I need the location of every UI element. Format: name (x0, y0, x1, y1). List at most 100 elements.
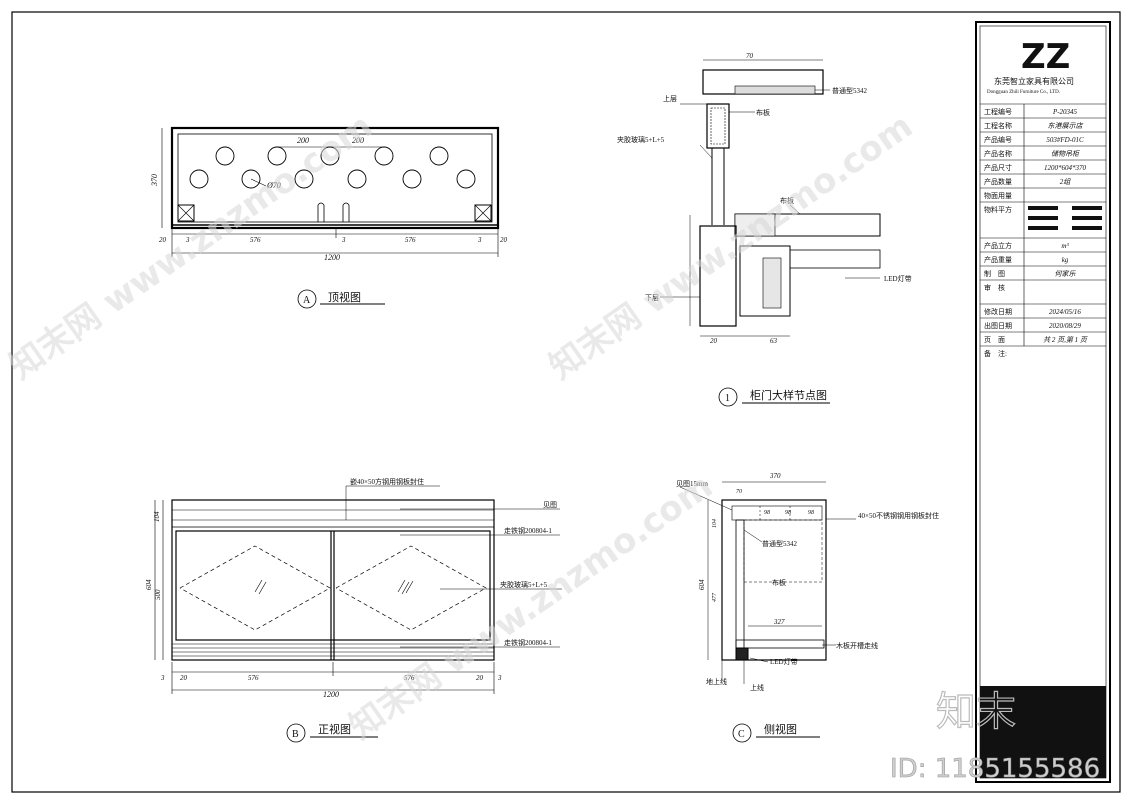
dim-top-total: 1200 (324, 253, 340, 262)
title-row-label: 产品名称 (984, 149, 1012, 158)
title-row-label: 制 图 (984, 269, 1005, 278)
dim-front-r2: 3 (497, 674, 502, 682)
side-view-title: 侧视图 (764, 722, 797, 736)
side-dim-a: 70 (736, 489, 742, 495)
dim-top-a: 20 (159, 236, 167, 244)
side-note-7: 上线 (750, 683, 764, 692)
front-view-marker: B (292, 729, 299, 740)
redacted-bar (1072, 226, 1102, 230)
dim-front-total: 1200 (323, 690, 339, 699)
sheet-border (11, 11, 1121, 793)
front-view: 嵌40×50方钢用钢板封住 见图 走铁钢200804-1 夹胶玻璃5+L+5 走… (145, 477, 562, 743)
front-note-4: 走铁钢200804-1 (504, 638, 552, 647)
side-note-2: 普通型5342 (762, 539, 797, 548)
side-dim-h2: 477 (711, 592, 718, 602)
title-row-label: 工程编号 (984, 107, 1012, 116)
detail-title: 柜门大样节点图 (750, 388, 827, 402)
title-row-value: 共 2 页,第 1 页 (1043, 336, 1088, 344)
title-stamp-area (980, 686, 1106, 778)
side-note-4: 木板开槽走线 (836, 641, 878, 650)
dim-front-h: 604 (145, 579, 153, 590)
redacted-bar (1072, 206, 1102, 210)
title-row-label: 修改日期 (984, 307, 1012, 316)
title-row-value: 东港展示店 (1048, 122, 1084, 130)
title-row-value: 储物吊柜 (1051, 150, 1080, 158)
watermark-1: 知末网 www.znzmo.com (342, 466, 720, 747)
title-row-value: 2020/08/29 (1049, 322, 1081, 330)
title-row-label: 产品编号 (984, 135, 1012, 144)
side-dim-w: 370 (769, 472, 781, 480)
title-row-label: 备 注: (984, 349, 1007, 358)
side-dim-h: 604 (698, 579, 706, 590)
dim-top-d: 20 (500, 236, 508, 244)
side-dim-in: 327 (773, 618, 785, 626)
top-view-marker: A (303, 295, 311, 306)
title-row-label: 产品数量 (984, 177, 1012, 186)
dim-top-b: 3 (185, 236, 190, 244)
title-row-label: 页 面 (984, 336, 1005, 344)
redacted-bar (1028, 216, 1058, 220)
dim-front-l2: 3 (160, 674, 165, 682)
top-view: 200 200 Ø70 370 20 3 576 3 576 3 20 1200… (150, 126, 508, 309)
dim-top-c: 3 (341, 236, 346, 244)
detail-note-4: 布板 (780, 196, 794, 205)
title-row-label: 物面用量 (984, 191, 1012, 200)
side-view-marker: C (738, 729, 745, 740)
drawing-id: ID: 1185155586 (890, 754, 1100, 784)
title-row-label: 工程名称 (984, 121, 1012, 130)
title-row-value: 1200*604*370 (1044, 164, 1087, 172)
detail-note-3: 夹胶玻璃5+L+5 (617, 135, 665, 144)
title-row-value: 503#FD-01C (1046, 136, 1084, 144)
dim-top-b2: 3 (477, 236, 482, 244)
company-name-en: Dongguan Zhili Furniture Co., LTD. (987, 90, 1060, 95)
front-note-2: 走铁钢200804-1 (504, 526, 552, 535)
title-row-label: 物料平方 (984, 205, 1012, 214)
company-logo: ZZ (1021, 37, 1070, 77)
dim-front-top: 104 (153, 511, 161, 522)
watermark-2: 知末网 www.znzmo.com (542, 106, 920, 387)
front-view-outline (171, 499, 495, 661)
dim-front-h2: 500 (154, 589, 162, 600)
title-row-value: 2024/05/16 (1049, 308, 1081, 316)
front-note-1: 见图 (543, 501, 557, 509)
side-dim-d: 98 (808, 510, 814, 516)
side-note-1: 40×50不锈钢钢用钢板封住 (858, 511, 939, 520)
company-name-cn: 东莞智立家具有限公司 (994, 76, 1074, 86)
dim-top-height: 370 (150, 174, 159, 187)
detail-note-2: 上层 (663, 94, 677, 103)
title-row-value: m³ (1061, 242, 1069, 250)
dim-top-seg1: 576 (250, 236, 261, 244)
door-detail: 70 普通型5342 布板 上层 夹胶玻璃5+L+5 布板 LED灯带 下层 2… (617, 52, 912, 407)
dim-200a: 200 (297, 136, 309, 145)
title-row-label: 产品立方 (984, 241, 1012, 250)
detail-note-6: 下层 (645, 294, 659, 302)
title-block: ZZ 东莞智立家具有限公司 Dongguan Zhili Furniture C… (975, 21, 1111, 783)
watermark-0: 知末网 www.znzmo.com (2, 106, 380, 387)
side-view-outline (721, 499, 827, 661)
title-row-value: P-20345 (1052, 108, 1078, 116)
detail-note-5: LED灯带 (884, 274, 912, 283)
detail-note-0: 普通型5342 (832, 86, 867, 95)
side-note-3: 布板 (772, 578, 786, 587)
front-note-0: 嵌40×50方钢用钢板封住 (350, 477, 424, 486)
title-row-value: kg (1062, 256, 1069, 264)
side-view: 370 70 98 98 98 604 104 477 327 见图15mm 4… (676, 472, 939, 743)
dim-front-l: 20 (180, 674, 188, 682)
title-row-value: 2组 (1060, 178, 1072, 186)
dim-diameter: Ø70 (266, 181, 281, 190)
side-note-0: 见图15mm (676, 480, 708, 488)
detail-dim-63: 63 (770, 337, 778, 345)
detail-dim-20: 20 (710, 337, 718, 345)
dim-200b: 200 (352, 136, 364, 145)
title-row-label: 产品尺寸 (984, 163, 1012, 172)
title-row-label: 产品重量 (984, 255, 1012, 264)
dim-front-seg1: 576 (248, 674, 259, 682)
side-note-6: 地上线 (706, 677, 727, 686)
side-dim-t: 104 (711, 519, 718, 528)
dim-top-seg2: 576 (405, 236, 416, 244)
side-dim-c: 98 (785, 510, 791, 516)
side-dim-b: 98 (764, 510, 770, 516)
detail-note-1: 布板 (756, 108, 770, 117)
